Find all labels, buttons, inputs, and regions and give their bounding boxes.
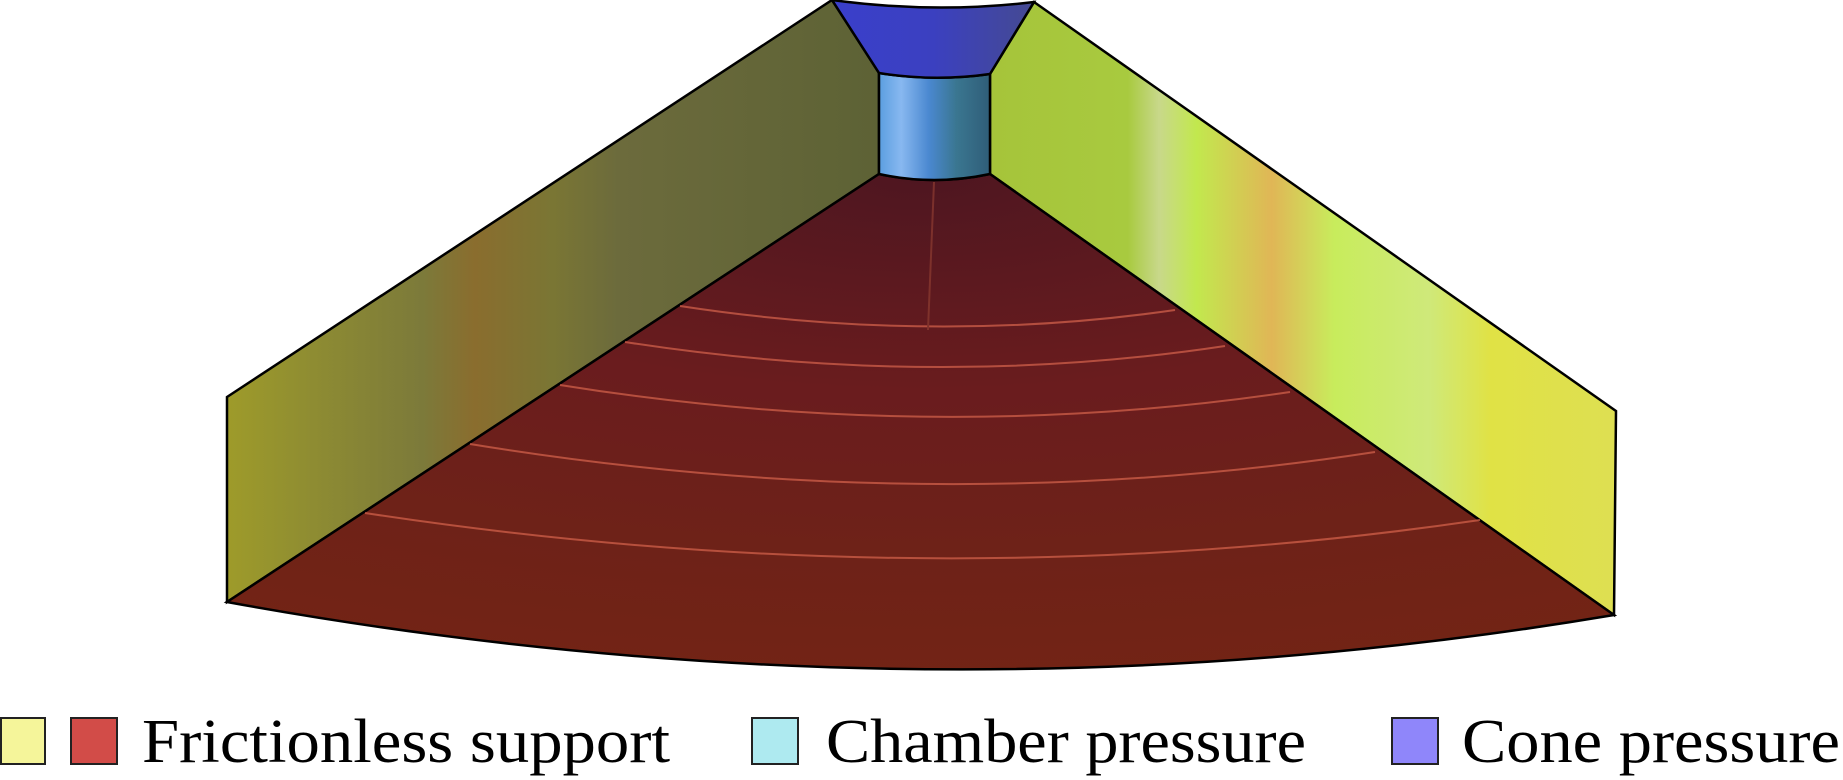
chamber-cylinder xyxy=(877,71,992,182)
legend-label-frictionless-support: Frictionless support xyxy=(142,708,670,776)
legend-swatch-cyan xyxy=(751,717,799,765)
legend-label-cone-pressure: Cone pressure xyxy=(1462,708,1840,776)
legend-label-chamber-pressure: Chamber pressure xyxy=(826,708,1306,776)
floor-arcs xyxy=(364,181,1481,560)
legend-swatch-red xyxy=(70,717,118,765)
legend: Frictionless support Chamber pressure Co… xyxy=(0,708,1840,776)
legend-swatch-yellow xyxy=(0,717,46,765)
cone xyxy=(830,0,1037,80)
legend-swatch-blue xyxy=(1391,717,1439,765)
